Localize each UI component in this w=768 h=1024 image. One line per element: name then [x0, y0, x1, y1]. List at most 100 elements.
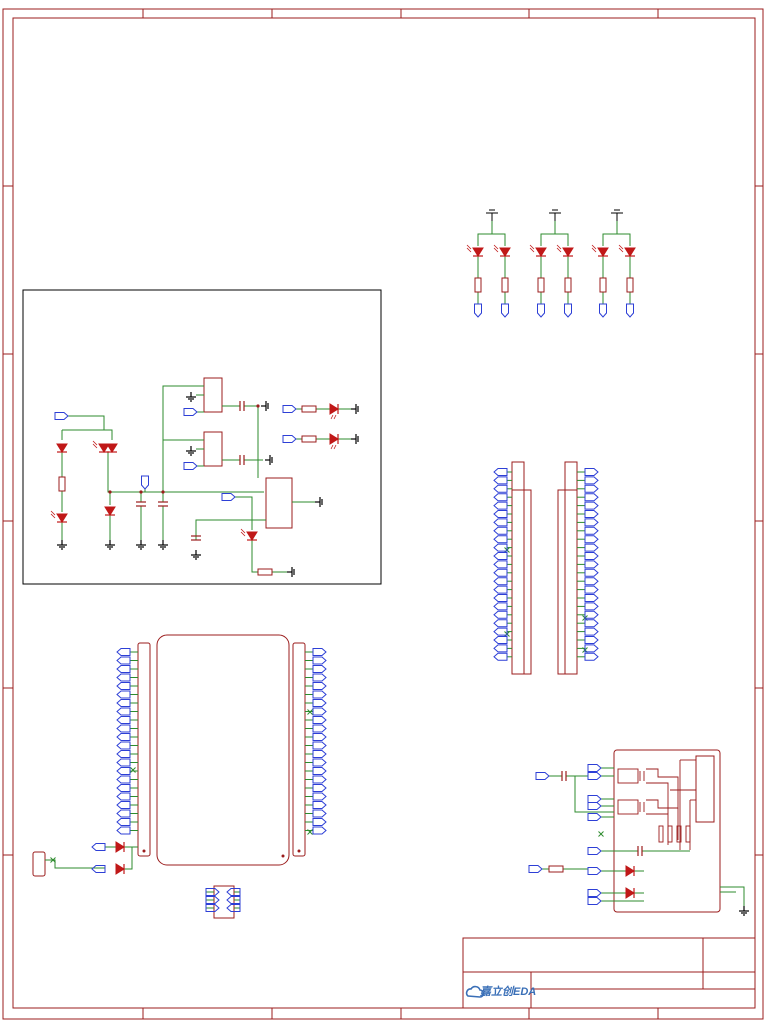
net-port-icon[interactable] — [493, 476, 508, 485]
net-port-icon[interactable] — [493, 560, 508, 569]
net-port-icon[interactable] — [312, 818, 327, 826]
net-port-icon[interactable] — [183, 408, 198, 416]
net-port-icon[interactable] — [312, 699, 327, 707]
capacitor-icon[interactable] — [239, 455, 245, 465]
net-port-icon[interactable] — [584, 510, 599, 518]
led-icon[interactable] — [529, 244, 547, 257]
net-port-icon[interactable] — [587, 813, 602, 821]
two-pin-connector[interactable] — [32, 851, 46, 877]
diode-icon[interactable] — [115, 863, 125, 875]
eight-pin-chip[interactable] — [213, 885, 235, 919]
net-port-icon[interactable] — [205, 904, 220, 912]
net-port-icon[interactable] — [116, 733, 131, 741]
net-port-icon[interactable] — [587, 802, 602, 810]
net-port-icon[interactable] — [493, 594, 508, 602]
net-port-icon[interactable] — [312, 801, 327, 809]
net-port-icon[interactable] — [116, 792, 131, 801]
net-port-icon[interactable] — [493, 484, 508, 493]
capacitor-icon[interactable] — [637, 846, 643, 856]
resistor-icon[interactable] — [658, 825, 664, 843]
header-connector-right[interactable] — [564, 461, 578, 675]
net-port-icon[interactable] — [116, 809, 131, 818]
led-icon[interactable] — [618, 244, 636, 257]
net-port-icon[interactable] — [282, 405, 297, 413]
net-port-icon[interactable] — [116, 741, 131, 750]
net-port-icon[interactable] — [493, 526, 508, 535]
resistor-icon[interactable] — [685, 825, 691, 843]
net-port-icon[interactable] — [584, 476, 599, 485]
net-port-icon[interactable] — [312, 682, 327, 690]
net-port-icon[interactable] — [91, 865, 106, 873]
net-port-icon[interactable] — [584, 652, 599, 661]
net-port-icon[interactable] — [584, 493, 599, 502]
net-port-icon[interactable] — [584, 560, 599, 569]
net-port-icon[interactable] — [493, 585, 508, 594]
net-port-icon[interactable] — [493, 619, 508, 628]
net-port-icon[interactable] — [587, 867, 602, 875]
driver-module-outline[interactable] — [613, 749, 721, 913]
net-port-icon[interactable] — [54, 412, 69, 420]
net-port-icon[interactable] — [584, 552, 599, 560]
net-port-icon[interactable] — [116, 784, 131, 792]
resistor-icon[interactable] — [548, 865, 564, 873]
net-port-icon[interactable] — [226, 888, 241, 896]
diode-icon[interactable] — [115, 841, 125, 853]
net-port-icon[interactable] — [116, 690, 131, 699]
net-port-icon[interactable] — [587, 889, 602, 897]
net-port-icon[interactable] — [493, 644, 508, 653]
mosfet-network[interactable] — [617, 759, 696, 850]
net-port-icon[interactable] — [116, 716, 131, 724]
capacitor-icon[interactable] — [239, 401, 245, 411]
net-port-icon[interactable] — [584, 468, 599, 476]
net-port-icon[interactable] — [226, 904, 241, 912]
net-port-icon[interactable] — [493, 510, 508, 518]
net-port-icon[interactable] — [493, 468, 508, 476]
resistor-icon[interactable] — [58, 476, 66, 492]
net-port-icon[interactable] — [116, 801, 131, 809]
net-port-icon[interactable] — [312, 758, 327, 767]
net-port-icon[interactable] — [312, 665, 327, 673]
net-port-icon[interactable] — [312, 648, 327, 656]
net-port-icon[interactable] — [221, 493, 236, 501]
led-icon[interactable] — [50, 510, 68, 523]
net-port-icon[interactable] — [584, 610, 599, 619]
net-port-icon[interactable] — [493, 627, 508, 636]
net-port-icon[interactable] — [493, 602, 508, 611]
net-port-icon[interactable] — [584, 619, 599, 628]
net-port-icon[interactable] — [587, 897, 602, 905]
net-port-icon[interactable] — [501, 303, 509, 318]
net-port-icon[interactable] — [584, 501, 599, 510]
net-port-icon[interactable] — [312, 792, 327, 801]
net-port-icon[interactable] — [493, 636, 508, 644]
resistor-icon[interactable] — [537, 277, 545, 293]
net-port-icon[interactable] — [205, 896, 220, 904]
net-port-icon[interactable] — [312, 809, 327, 818]
diode-icon[interactable] — [56, 443, 68, 453]
ldo-ic-2[interactable] — [203, 431, 223, 467]
net-port-icon[interactable] — [493, 501, 508, 510]
led-icon[interactable] — [556, 244, 574, 257]
net-port-icon[interactable] — [493, 552, 508, 560]
net-port-icon[interactable] — [537, 303, 545, 318]
net-port-icon[interactable] — [312, 673, 327, 682]
net-port-icon[interactable] — [535, 772, 550, 780]
mosfet-symbol[interactable] — [617, 768, 639, 784]
net-port-icon[interactable] — [116, 767, 131, 775]
resistor-icon[interactable] — [599, 277, 607, 293]
resistor-icon[interactable] — [667, 825, 673, 843]
net-port-icon[interactable] — [312, 656, 327, 665]
net-port-icon[interactable] — [116, 707, 131, 716]
net-port-icon[interactable] — [183, 462, 198, 470]
led-icon[interactable] — [591, 244, 609, 257]
resistor-icon[interactable] — [626, 277, 634, 293]
net-port-icon[interactable] — [116, 750, 131, 758]
net-port-icon[interactable] — [493, 543, 508, 552]
diode-icon[interactable] — [104, 506, 116, 516]
net-port-icon[interactable] — [584, 594, 599, 602]
net-port-icon[interactable] — [141, 475, 149, 490]
net-port-icon[interactable] — [584, 602, 599, 611]
net-port-icon[interactable] — [226, 896, 241, 904]
net-port-icon[interactable] — [312, 733, 327, 741]
capacitor-icon[interactable] — [191, 535, 201, 541]
resistor-icon[interactable] — [301, 405, 317, 413]
